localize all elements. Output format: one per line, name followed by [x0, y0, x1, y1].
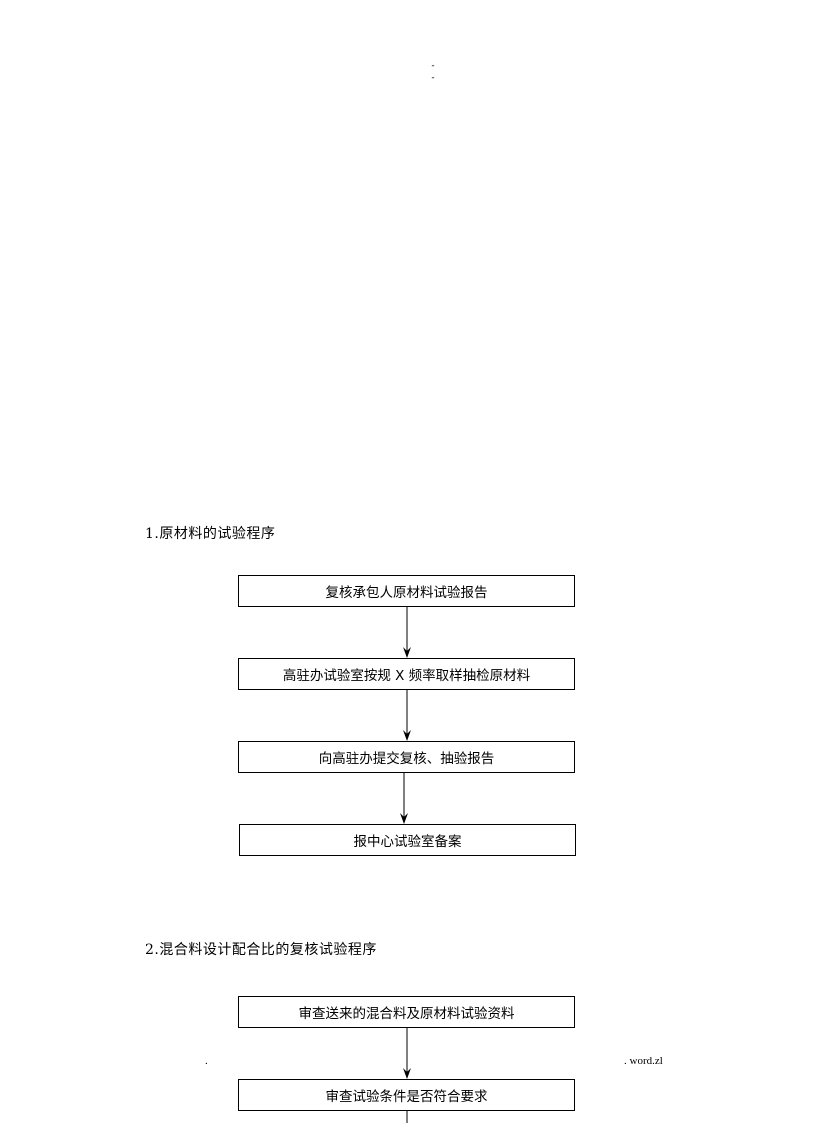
arrow-down-icon — [401, 1028, 413, 1080]
footer-watermark-text: . word.zl — [624, 1055, 663, 1067]
section-2-step-2-label: 审查试验条件是否符合要求 — [325, 1089, 488, 1105]
section-1-step-2-label: 高驻办试验室按规 X 频率取样抽检原材料 — [282, 668, 531, 684]
section-1-step-4-label: 报中心试验室备案 — [353, 834, 462, 850]
arrow-down-icon — [398, 773, 410, 825]
section-1-step-2: 高驻办试验室按规 X 频率取样抽检原材料 — [238, 658, 575, 690]
section-1-step-4: 报中心试验室备案 — [239, 824, 576, 856]
section-1-title: 1.原材料的试验程序 — [145, 526, 276, 542]
arrow-down-icon — [401, 607, 413, 659]
footer-left-mark: . — [205, 1055, 208, 1067]
section-2-step-1-label: 审查送来的混合料及原材料试验资料 — [298, 1006, 515, 1022]
section-1-step-3: 向高驻办提交复核、抽验报告 — [238, 741, 575, 773]
section-2-step-2: 审查试验条件是否符合要求 — [238, 1079, 575, 1111]
arrow-down-stub — [401, 1111, 413, 1123]
header-mark-bottom: - — [431, 72, 435, 82]
header-mark-top: - — [431, 60, 435, 70]
section-1-step-3-label: 向高驻办提交复核、抽验报告 — [318, 751, 495, 767]
section-2-step-1: 审查送来的混合料及原材料试验资料 — [238, 996, 575, 1028]
section-2-title: 2.混合料设计配合比的复核试验程序 — [145, 942, 377, 958]
section-1-step-1: 复核承包人原材料试验报告 — [238, 575, 575, 607]
section-1-step-1-label: 复核承包人原材料试验报告 — [325, 585, 488, 601]
arrow-down-icon — [401, 690, 413, 742]
